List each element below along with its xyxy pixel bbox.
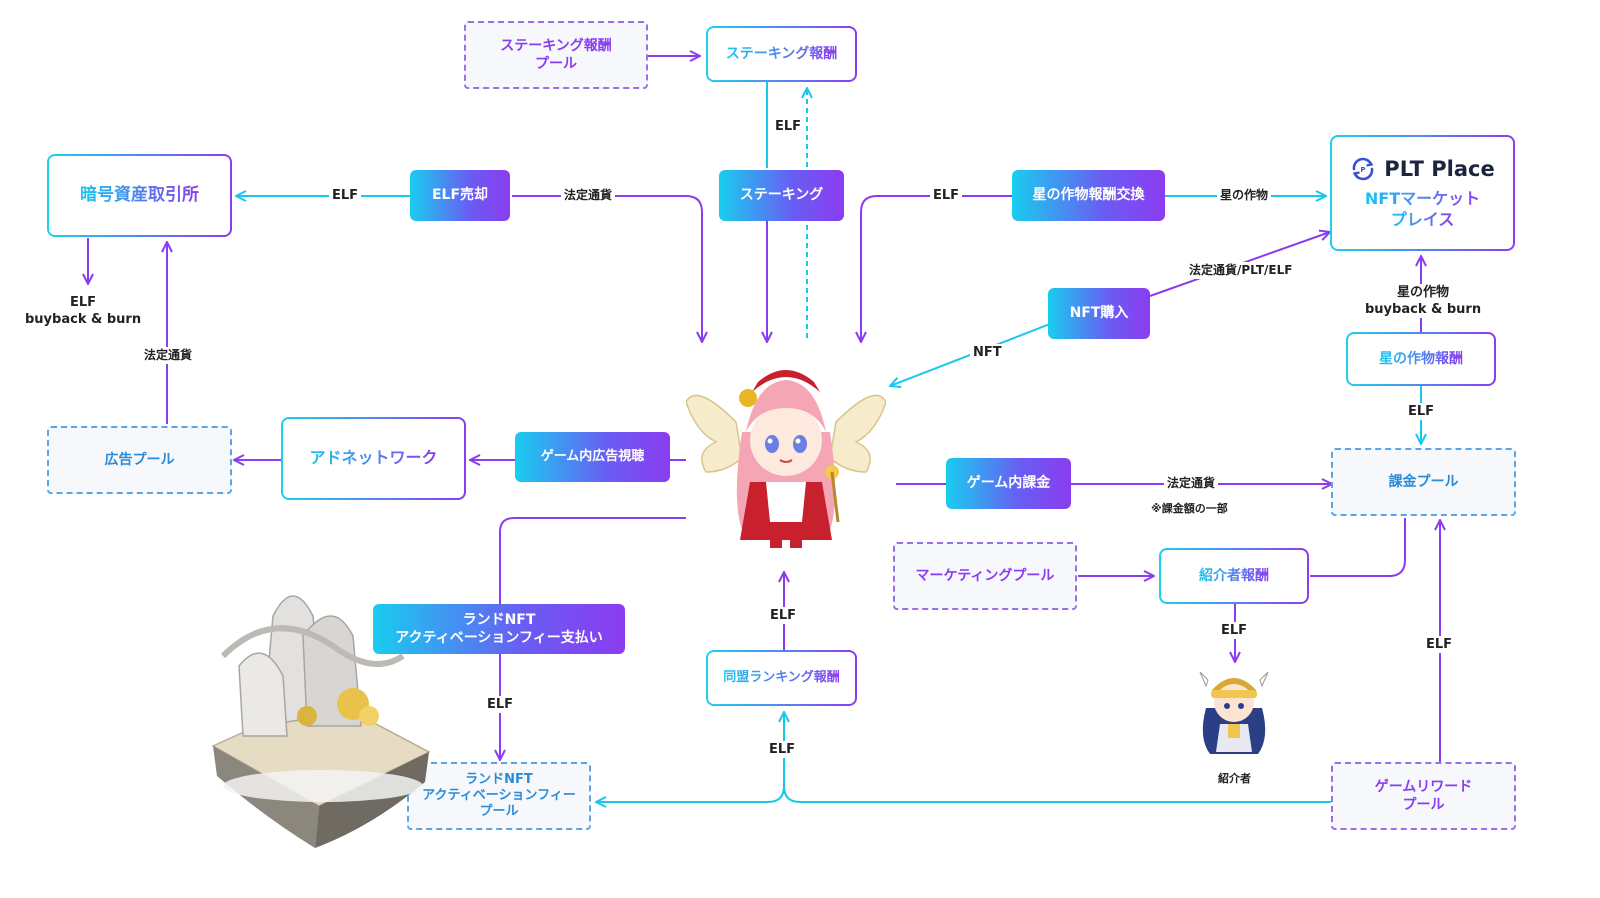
label-star-crop: 星の作物 [1217, 187, 1272, 204]
plt-place-brand: PLT Place [1384, 156, 1495, 181]
label-fiat-plt-elf: 法定通貨/PLT/ELF [1186, 262, 1296, 279]
label-elf-referrer: ELF [1218, 622, 1251, 639]
label-fiat-sale: 法定通貨 [561, 187, 616, 204]
staking-reward: ステーキング報酬 [706, 26, 857, 82]
label-elf-star-billing: ELF [1405, 403, 1438, 420]
label-elf-alliance-down: ELF [766, 741, 799, 758]
in-game-purchase: ゲーム内課金 [946, 458, 1071, 509]
floating-island-land [211, 595, 431, 848]
billing-pool: 課金プール [1331, 448, 1516, 516]
crypto-exchange: 暗号資産取引所 [47, 154, 232, 237]
label-elf-buyback: ELF buyback & burn [22, 294, 145, 328]
elf-sale: ELF売却 [410, 170, 510, 221]
label-elf-game-reward: ELF [1423, 636, 1456, 653]
staking-reward-pool: ステーキング報酬 プール [464, 21, 648, 89]
game-reward-pool: ゲームリワード プール [1331, 762, 1516, 830]
label-elf-alliance-up: ELF [767, 607, 800, 624]
referrer-character [1199, 671, 1269, 754]
label-referrer: 紹介者 [1215, 770, 1254, 787]
label-elf-staking: ELF [772, 118, 805, 135]
plt-place-marketplace: P PLT Place NFTマーケット プレイス [1330, 135, 1515, 251]
referrer-reward: 紹介者報酬 [1159, 548, 1309, 604]
ad-pool: 広告プール [47, 426, 232, 494]
ad-network: アドネットワーク [281, 417, 466, 500]
nft-purchase: NFT購入 [1048, 288, 1150, 339]
plt-place-logo-icon: P [1352, 157, 1374, 181]
label-fiat-billing: 法定通貨 [1164, 475, 1219, 492]
svg-text:P: P [1361, 166, 1366, 174]
label-billing-note: ※課金額の一部 [1148, 500, 1231, 517]
label-elf-land: ELF [484, 696, 517, 713]
land-nft-activation-pool: ランドNFT アクティベーションフィー プール [407, 762, 591, 830]
star-crop-reward: 星の作物報酬 [1346, 332, 1496, 386]
in-game-ad-view: ゲーム内広告視聴 [515, 432, 670, 482]
label-elf-exchange: ELF [329, 187, 362, 204]
label-nft: NFT [970, 344, 1005, 361]
label-star-buyback: 星の作物 buyback & burn [1362, 284, 1485, 318]
staking: ステーキング [719, 170, 844, 221]
label-elf-star-exchange: ELF [930, 187, 963, 204]
star-reward-exchange: 星の作物報酬交換 [1012, 170, 1165, 221]
land-nft-activation-payment: ランドNFT アクティベーションフィー支払い [373, 604, 625, 654]
angel-girl-mascot [686, 370, 886, 548]
alliance-ranking-reward: 同盟ランキング報酬 [706, 650, 857, 706]
label-fiat-adpool: 法定通貨 [141, 347, 196, 364]
marketing-pool: マーケティングプール [893, 542, 1077, 610]
